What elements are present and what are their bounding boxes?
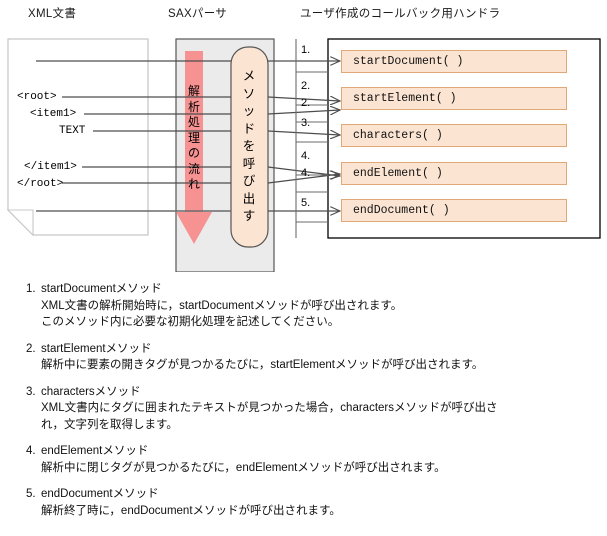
explanation-title: endElementメソッド (41, 445, 149, 457)
step-number-5: 5. (301, 197, 311, 209)
method-name: startElement( ) (353, 92, 457, 105)
column-heading-handler: ユーザ作成のコールバック用ハンドラ (300, 8, 501, 20)
parse-flow-char: 析 (187, 99, 200, 114)
step-number-4a: 4. (301, 150, 311, 162)
method-name: endElement( ) (353, 167, 443, 180)
explanation-line: 解析終了時に，endDocumentメソッドが呼び出されます。 (41, 504, 341, 517)
method-box-enddocument[interactable]: endDocument( ) (341, 199, 567, 222)
column-heading-sax: SAXパーサ (168, 8, 228, 20)
step-number-2b: 2. (301, 97, 311, 109)
method-name: characters( ) (353, 129, 443, 142)
column-heading-xml: XML文書 (28, 8, 77, 20)
xml-line-item1-close: </item1> (24, 161, 77, 173)
step-number-1: 1. (301, 44, 311, 56)
explanation-line: XML文書の解析開始時に，startDocumentメソッドが呼び出されます。 (41, 299, 403, 312)
parse-flow-char: 理 (187, 130, 200, 145)
method-box-startdocument[interactable]: startDocument( ) (341, 50, 567, 73)
method-name: endDocument( ) (353, 204, 450, 217)
explanation-line: 解析中に閉じタグが見つかるたびに，endElementメソッドが呼び出されます。 (41, 461, 446, 474)
explanation-line: このメソッド内に必要な初期化処理を記述してください。 (41, 316, 340, 328)
explanation-list: 1. startDocumentメソッド XML文書の解析開始時に，startD… (26, 281, 591, 519)
call-method-char: ド (242, 121, 256, 136)
call-method-char: び (242, 174, 256, 188)
step-number-4b: 4. (301, 167, 311, 179)
explanation-title: charactersメソッド (41, 385, 141, 398)
method-box-characters[interactable]: characters( ) (341, 124, 567, 147)
explanation-item-5: 5. endDocumentメソッド 解析終了時に，endDocumentメソッ… (26, 486, 591, 519)
explanation-item-1: 1. startDocumentメソッド XML文書の解析開始時に，startD… (26, 281, 591, 331)
xml-document-shape (6, 38, 149, 237)
explanation-line: れ，文字列を取得します。 (41, 418, 178, 431)
method-box-startelement[interactable]: startElement( ) (341, 87, 567, 110)
method-name: startDocument( ) (353, 55, 464, 68)
explanation-line: 解析中に要素の開きタグが見つかるたびに，startElementメソッドが呼び出… (41, 359, 484, 371)
explanation-item-2: 2. startElementメソッド 解析中に要素の開きタグが見つかるたびに，… (26, 341, 591, 374)
parse-flow-char: 流 (187, 161, 200, 176)
parse-flow-arrow (176, 51, 212, 244)
explanation-number: 1. (26, 283, 36, 295)
xml-line-text: TEXT (59, 125, 86, 137)
explanation-item-4: 4. endElementメソッド 解析中に閉じタグが見つかるたびに，endEl… (26, 443, 591, 476)
call-method-char: を (242, 139, 256, 153)
explanation-title: endDocumentメソッド (41, 488, 159, 500)
parse-flow-label: 解 析 処 理 の 流 れ (186, 84, 202, 193)
explanation-number: 5. (26, 488, 36, 500)
parse-flow-char: れ (187, 177, 200, 191)
parse-flow-char: 処 (187, 115, 200, 129)
xml-line-root-close: </root> (17, 178, 64, 190)
call-method-char: ッ (242, 104, 256, 118)
call-method-char: 出 (242, 191, 256, 206)
xml-line-item1-open: <item1> (30, 108, 77, 120)
call-method-box (230, 46, 269, 248)
call-method-char: メ (242, 69, 256, 83)
explanation-line: XML文書内にタグに囲まれたテキストが見つかった場合，charactersメソッ… (41, 402, 498, 414)
parse-flow-char: の (187, 146, 200, 160)
step-number-3: 3. (301, 117, 311, 129)
step-number-2a: 2. (301, 80, 311, 92)
call-method-char: す (242, 209, 256, 223)
method-box-endelement[interactable]: endElement( ) (341, 162, 567, 185)
explanation-number: 2. (26, 342, 36, 355)
explanation-title: startDocumentメソッド (41, 283, 162, 295)
call-method-char: 呼 (242, 156, 256, 171)
explanation-number: 4. (26, 445, 36, 457)
explanation-item-3: 3. charactersメソッド XML文書内にタグに囲まれたテキストが見つか… (26, 384, 591, 434)
sax-flow-diagram: <root> <item1> TEXT </item1> </root> 解 析… (6, 38, 601, 272)
call-method-char: ソ (242, 86, 256, 101)
parse-flow-char: 解 (187, 84, 200, 98)
call-method-label: メ ソ ッ ド を 呼 び 出 す (240, 68, 258, 226)
xml-line-root: <root> (17, 91, 57, 103)
explanation-title: startElementメソッド (41, 342, 152, 355)
explanation-number: 3. (26, 385, 36, 398)
